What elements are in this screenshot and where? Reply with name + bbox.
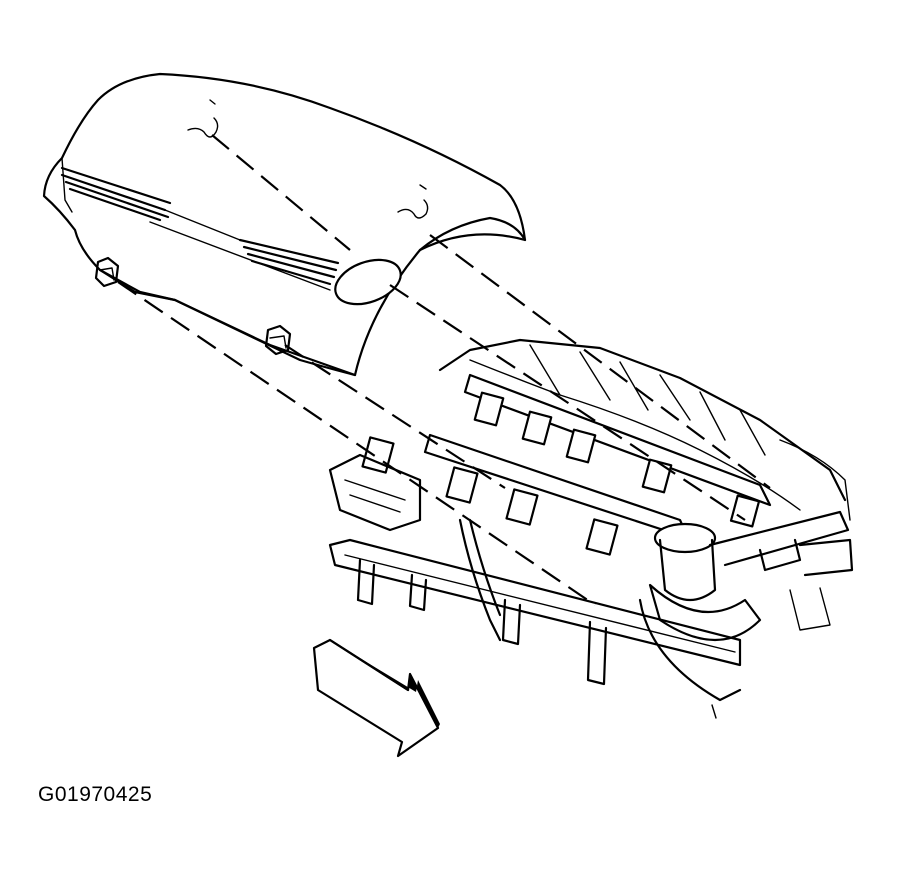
fuel-injectors-upper xyxy=(473,391,761,528)
guide-line-3 xyxy=(389,284,746,521)
engine-cover xyxy=(42,72,527,377)
guide-line-4 xyxy=(117,281,596,606)
guide-line-2 xyxy=(429,234,771,489)
alignment-guides xyxy=(117,134,771,606)
cover-ribs xyxy=(60,166,340,286)
cover-mounting-clips xyxy=(94,256,292,356)
guide-line-5 xyxy=(284,344,506,489)
direction-arrow-icon xyxy=(312,638,440,758)
figure-code: G01970425 xyxy=(38,783,153,806)
guide-line-1 xyxy=(211,134,351,251)
oil-fill-opening xyxy=(334,258,402,306)
engine-assembly xyxy=(328,338,854,719)
